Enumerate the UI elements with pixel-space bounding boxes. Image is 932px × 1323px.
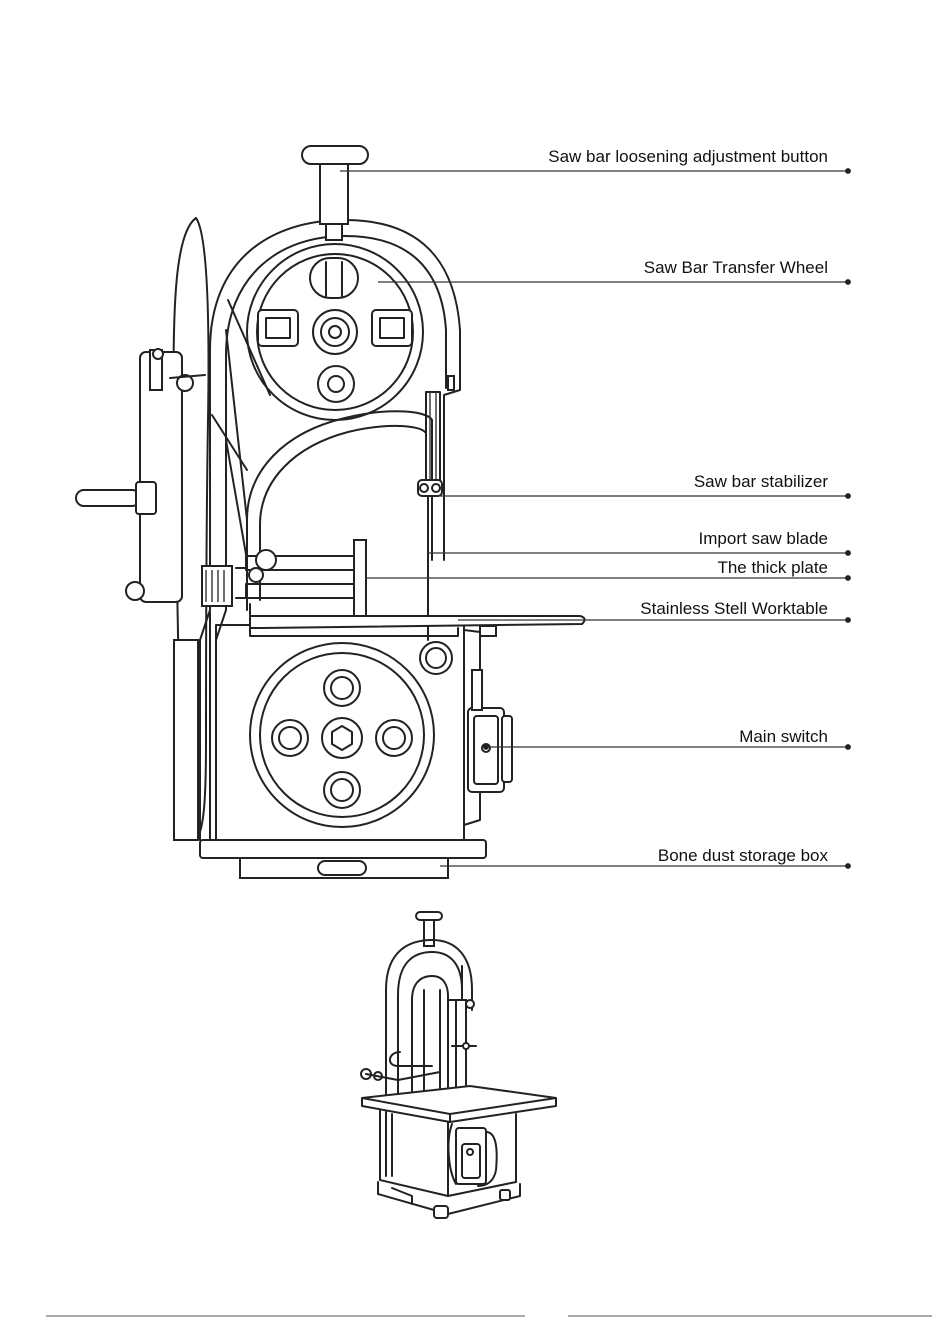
lower-wheel <box>250 643 434 827</box>
blade-guide-column <box>418 376 454 640</box>
callout-label: The thick plate <box>717 558 828 577</box>
callout-label: Saw Bar Transfer Wheel <box>644 258 828 277</box>
callout-label: Main switch <box>739 727 828 746</box>
callout-label: Saw bar stabilizer <box>694 472 829 491</box>
band-saw-front-view <box>76 146 585 878</box>
upper-wheel <box>247 244 423 420</box>
callouts: Saw bar loosening adjustment button Saw … <box>340 147 850 868</box>
blade-guide-ring <box>420 642 452 674</box>
callout-dust-box: Bone dust storage box <box>440 846 850 868</box>
callout-label: Stainless Stell Worktable <box>640 599 828 618</box>
callout-label: Import saw blade <box>699 529 828 548</box>
callout-stabilizer: Saw bar stabilizer <box>436 472 850 498</box>
callout-label: Saw bar loosening adjustment button <box>548 147 828 166</box>
callout-label: Bone dust storage box <box>658 846 829 865</box>
callout-main-switch: Main switch <box>484 727 851 749</box>
callout-saw-blade: Import saw blade <box>428 529 850 555</box>
tension-knob <box>302 146 368 240</box>
main-switch-box <box>468 670 512 792</box>
band-saw-isometric-view <box>361 912 556 1218</box>
callout-thick-plate: The thick plate <box>366 558 850 580</box>
handwheel <box>76 218 209 840</box>
callout-loosening-button: Saw bar loosening adjustment button <box>340 147 850 173</box>
